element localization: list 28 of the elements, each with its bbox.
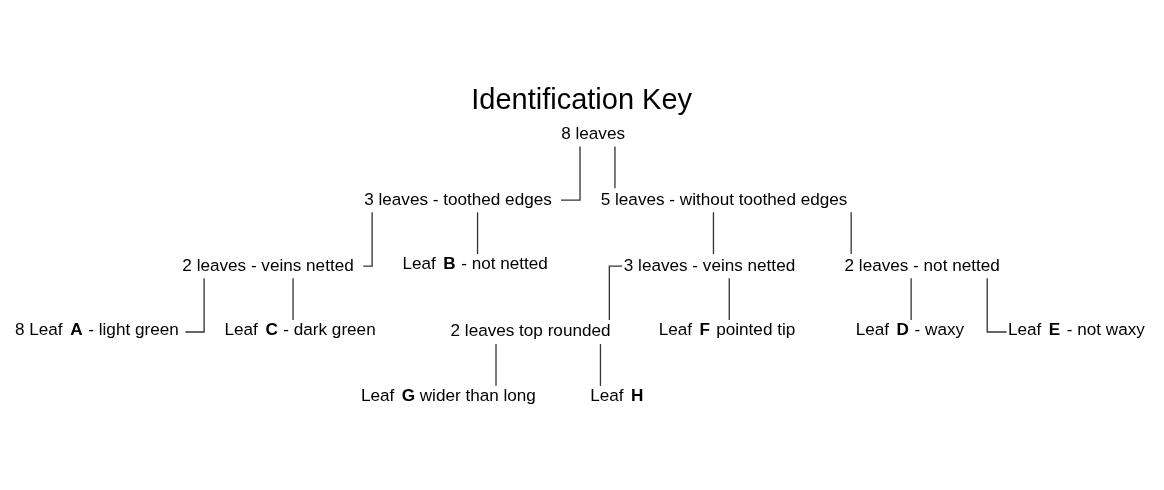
connector — [184, 277, 205, 333]
diagram-title: Identification Key — [471, 82, 693, 115]
connector — [850, 211, 852, 255]
node-text: Leaf H — [590, 385, 644, 406]
node-text: Leaf F pointed tip — [658, 319, 796, 340]
node-text: 8 leaves — [561, 122, 626, 143]
connector — [476, 211, 479, 255]
node-text: Leaf E - not waxy — [1007, 319, 1145, 340]
connector — [560, 145, 581, 201]
node-text: Leaf C - dark green — [224, 319, 376, 340]
node-text: 2 leaves top rounded — [450, 320, 611, 341]
node-text: 2 leaves - not netted — [844, 254, 1000, 275]
connector — [614, 145, 616, 189]
connector — [712, 211, 715, 255]
connector — [910, 277, 912, 321]
node-text: 3 leaves - toothed edges — [364, 188, 552, 209]
node-text: 3 leaves - veins netted — [623, 254, 796, 275]
node-text: Leaf D - waxy — [855, 319, 965, 340]
node-text: 5 leaves - without toothed edges — [600, 188, 848, 209]
node-text: Leaf B - not netted — [402, 253, 548, 274]
connector — [599, 343, 602, 387]
node-text: Leaf G wider than long — [360, 385, 536, 406]
connector — [495, 343, 497, 387]
node-text: 8 Leaf A - light green — [15, 319, 179, 340]
node-text: 2 leaves - veins netted — [182, 254, 354, 275]
connector — [728, 277, 730, 321]
connector — [292, 277, 294, 321]
connector — [986, 277, 1008, 333]
